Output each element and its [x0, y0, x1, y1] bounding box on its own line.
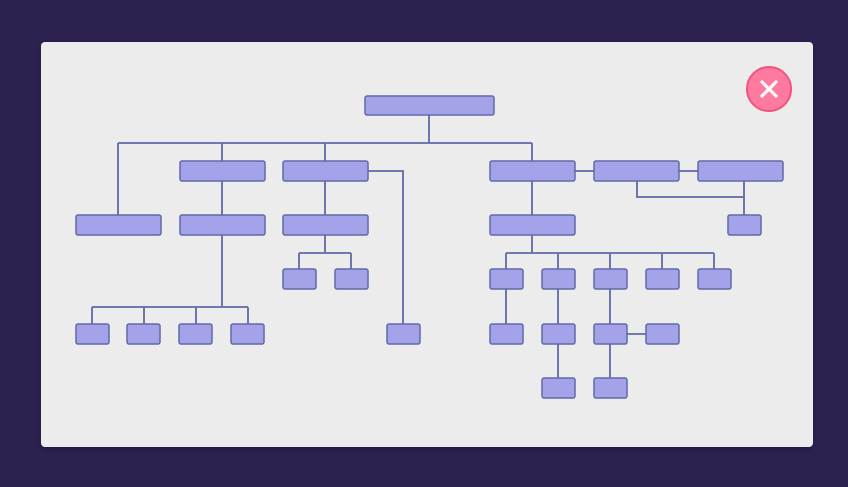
diagram-node [593, 323, 628, 345]
diagram-node [697, 160, 784, 182]
hierarchy-diagram [75, 95, 784, 399]
diagram-node [645, 323, 680, 345]
connector [368, 170, 404, 324]
diagram-node [489, 214, 576, 236]
close-button[interactable] [746, 66, 792, 112]
diagram-node [179, 160, 266, 182]
diagram-node [645, 268, 680, 290]
diagram-node [386, 323, 421, 345]
diagram-node [697, 268, 732, 290]
diagram-node [282, 268, 317, 290]
diagram-node [178, 323, 213, 345]
diagram-node [727, 214, 762, 236]
diagram-node [489, 268, 524, 290]
close-icon [760, 80, 778, 98]
diagram-node [593, 268, 628, 290]
diagram-node [489, 323, 524, 345]
diagram-node [593, 160, 680, 182]
diagram-node [364, 95, 495, 116]
diagram-node [75, 214, 162, 236]
nodes [75, 95, 784, 399]
diagram-node [75, 323, 110, 345]
connectors [91, 115, 745, 378]
diagram-node [334, 268, 369, 290]
diagram-node [179, 214, 266, 236]
diagram-node [282, 214, 369, 236]
diagram-node [541, 268, 576, 290]
diagram-node [593, 377, 628, 399]
diagram-node [282, 160, 369, 182]
diagram-modal [41, 42, 813, 447]
diagram-node [126, 323, 161, 345]
diagram-node [541, 323, 576, 345]
diagram-node [489, 160, 576, 182]
diagram-node [541, 377, 576, 399]
diagram-node [230, 323, 265, 345]
connector [636, 181, 744, 198]
